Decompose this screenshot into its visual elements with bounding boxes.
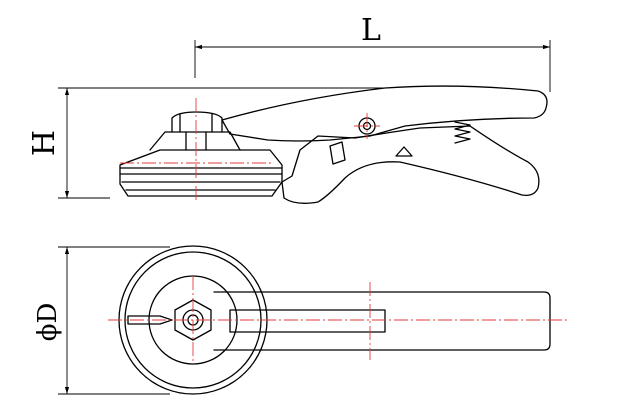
top-handle-outline [213, 291, 551, 351]
hex-nut [174, 299, 212, 341]
latch-window [329, 141, 346, 165]
side-view [119, 85, 548, 204]
diameter-label: ϕD [33, 303, 63, 342]
dimension-height: H [27, 87, 385, 199]
pointer [127, 315, 173, 325]
top-view [108, 245, 568, 395]
lower-lever [281, 125, 540, 204]
dimension-diameter: ϕD [33, 246, 170, 395]
spring [454, 121, 471, 144]
height-label: H [27, 130, 62, 156]
arrow-mark [395, 146, 413, 157]
base-body [119, 149, 283, 197]
top-handle-slot [229, 309, 386, 333]
cap-outline [149, 131, 241, 151]
dimension-length: L [194, 13, 551, 92]
length-label: L [361, 13, 381, 48]
